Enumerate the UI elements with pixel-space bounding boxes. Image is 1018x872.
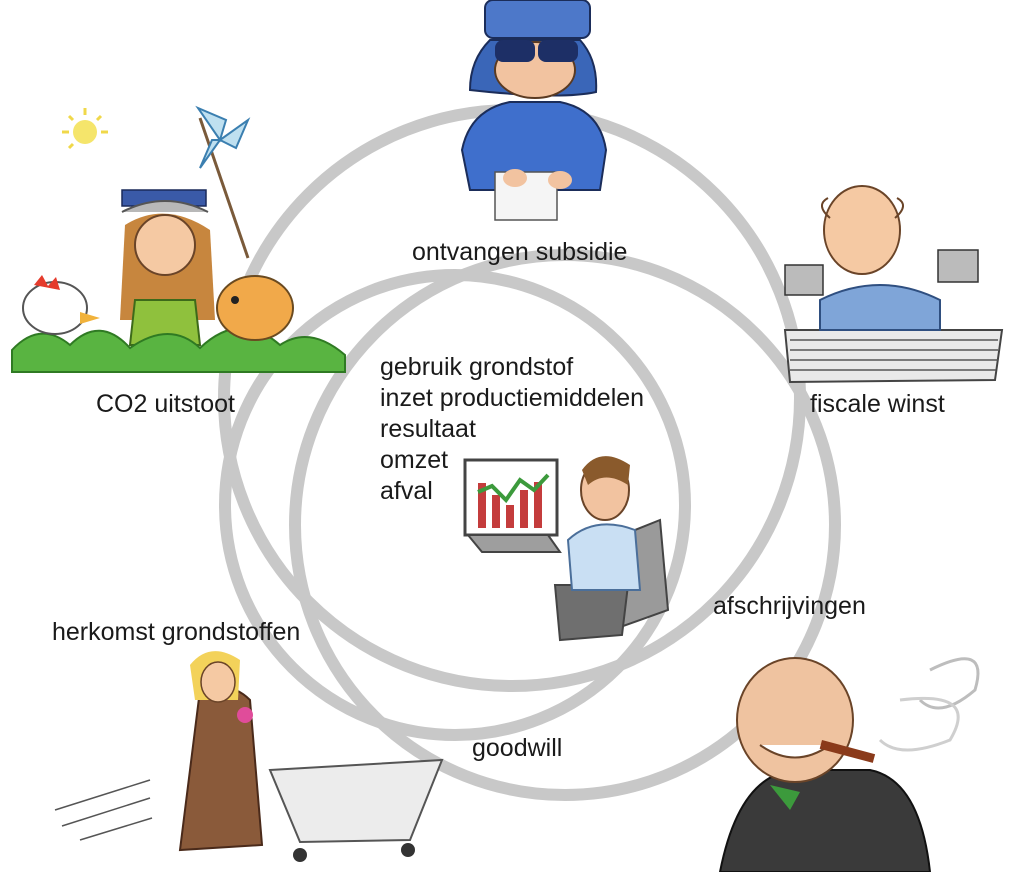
- center-item: inzet productiemiddelen: [380, 384, 645, 412]
- pilot-figure: [460, 0, 608, 221]
- circle-right: [289, 249, 841, 801]
- label-fiscale-winst: fiscale winst: [810, 390, 945, 418]
- eco-girl-figure: [11, 105, 346, 373]
- label-goodwill: goodwill: [472, 734, 563, 762]
- analyst-at-computer-figure: [463, 456, 670, 642]
- center-item-list: gebruik grondstof inzet productiemiddele…: [380, 352, 644, 507]
- cigar-businessman-figure: [718, 657, 980, 872]
- center-item: gebruik grondstof: [380, 353, 574, 381]
- label-co2-uitstoot: CO2 uitstoot: [96, 390, 235, 418]
- center-item: afval: [380, 477, 433, 505]
- center-item: resultaat: [380, 415, 476, 443]
- center-item: omzet: [380, 446, 449, 474]
- label-afschrijvingen: afschrijvingen: [713, 592, 866, 620]
- label-herkomst-grondstoffen: herkomst grondstoffen: [52, 618, 301, 646]
- accountant-figure: [783, 185, 1004, 384]
- shopping-woman-figure: [54, 651, 444, 862]
- label-ontvangen-subsidie: ontvangen subsidie: [412, 238, 628, 266]
